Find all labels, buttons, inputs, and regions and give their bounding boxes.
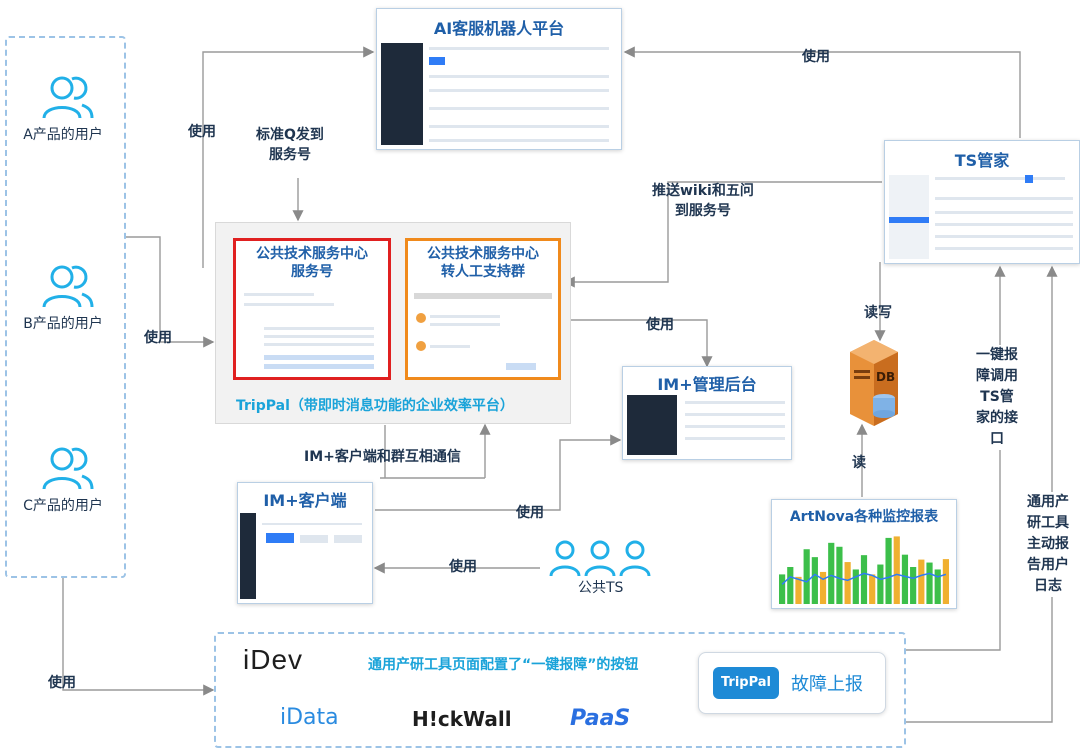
avatar — [416, 313, 426, 323]
db-label: DB — [876, 370, 896, 384]
chart-bar — [942, 559, 949, 604]
chart-bar — [803, 549, 810, 604]
support-group-panel: 公共技术服务中心 转人工支持群 — [405, 238, 561, 380]
paas-logo: PaaS — [570, 706, 631, 731]
user-group-icon — [42, 447, 94, 490]
chart-bar — [828, 542, 835, 604]
edge-label-im-comm: IM+客户端和群互相通信 — [304, 449, 461, 465]
im-admin-panel: IM+管理后台 — [622, 366, 792, 460]
ts-manager-panel: TS管家 — [884, 140, 1080, 264]
idev-logo: iDev — [243, 644, 304, 675]
user-c-label: C产品的用户 — [23, 498, 103, 514]
database-server-icon — [850, 340, 898, 426]
ts-manager-title: TS管家 — [954, 151, 1010, 170]
chart-bar — [852, 569, 859, 604]
im-client-title: IM+客户端 — [263, 491, 347, 510]
ai-platform-button — [429, 57, 445, 65]
hickwall-logo: H!ckWall — [412, 707, 512, 731]
edge-label-std-q: 标准Q发到 服务号 — [256, 127, 324, 163]
edge-label-use: 使用 — [449, 559, 477, 575]
tripal-caption: TripPal（带即时消息功能的企业效率平台） — [236, 398, 514, 414]
edge-label-use: 使用 — [646, 317, 674, 333]
users-group — [5, 36, 126, 578]
ai-platform-title: AI客服机器人平台 — [433, 19, 565, 38]
artnova-panel: ArtNova各种监控报表 — [771, 499, 957, 609]
chart-bar — [787, 567, 794, 604]
chart-bar — [885, 537, 892, 604]
ai-platform-panel: AI客服机器人平台 — [376, 8, 622, 150]
user-group-icon — [42, 76, 94, 119]
public-ts-label: 公共TS — [578, 580, 624, 596]
artnova-title: ArtNova各种监控报表 — [789, 509, 939, 525]
chart-bar — [860, 555, 868, 604]
edge-label-one-click: 一键报障调用TS管家的接口 — [974, 345, 1020, 450]
chart-bar — [819, 571, 827, 604]
chart-bar — [836, 546, 843, 604]
chart-bar — [918, 559, 925, 604]
service-account-panel: 公共技术服务中心 服务号 — [233, 238, 391, 380]
user-group-icon — [549, 540, 651, 577]
chart-bar — [893, 536, 900, 604]
chart-bar — [844, 562, 851, 604]
edge-label-read-write: 读写 — [864, 305, 892, 321]
chart-bar — [779, 574, 786, 604]
service-account-title: 公共技术服务中心 服务号 — [256, 246, 368, 280]
chart-bar — [926, 562, 933, 604]
support-group-title: 公共技术服务中心 转人工支持群 — [427, 246, 539, 280]
avatar — [416, 341, 426, 351]
edge-label-push-wiki: 推送wiki和五问 到服务号 — [652, 183, 754, 219]
user-b-label: B产品的用户 — [23, 316, 103, 332]
edge-label-read: 读 — [852, 455, 866, 471]
user-group-icon — [42, 265, 94, 308]
edge-label-use: 使用 — [48, 675, 76, 691]
chart-bar — [901, 554, 909, 604]
tools-headline: 通用产研工具页面配置了“一键报障”的按钮 — [368, 657, 639, 673]
chart-bar — [910, 567, 917, 604]
chart-bar — [795, 576, 802, 604]
edge-label-use: 使用 — [802, 49, 830, 65]
im-admin-title: IM+管理后台 — [657, 375, 757, 394]
edge-label-use: 使用 — [144, 330, 172, 346]
artnova-chart — [779, 536, 949, 604]
report-fault-button[interactable]: TripPal 故障上报 — [698, 652, 886, 714]
tripal-logo: TripPal — [713, 667, 779, 699]
chart-bar — [811, 557, 818, 604]
user-a-label: A产品的用户 — [23, 127, 103, 143]
idata-logo: iData — [280, 705, 339, 730]
edge-label-use: 使用 — [516, 505, 544, 521]
edge-label-auto-report: 通用产研工具主动报告用户日志 — [1026, 492, 1070, 597]
chart-bar — [877, 564, 884, 604]
chart-line — [781, 572, 947, 585]
chart-bar — [934, 569, 941, 604]
chart-bar — [869, 574, 876, 604]
ai-platform-sidebar — [381, 43, 423, 145]
tools-group — [214, 632, 906, 748]
im-client-panel: IM+客户端 — [237, 482, 373, 604]
edge-label-use: 使用 — [188, 124, 216, 140]
report-fault-label: 故障上报 — [791, 674, 863, 695]
